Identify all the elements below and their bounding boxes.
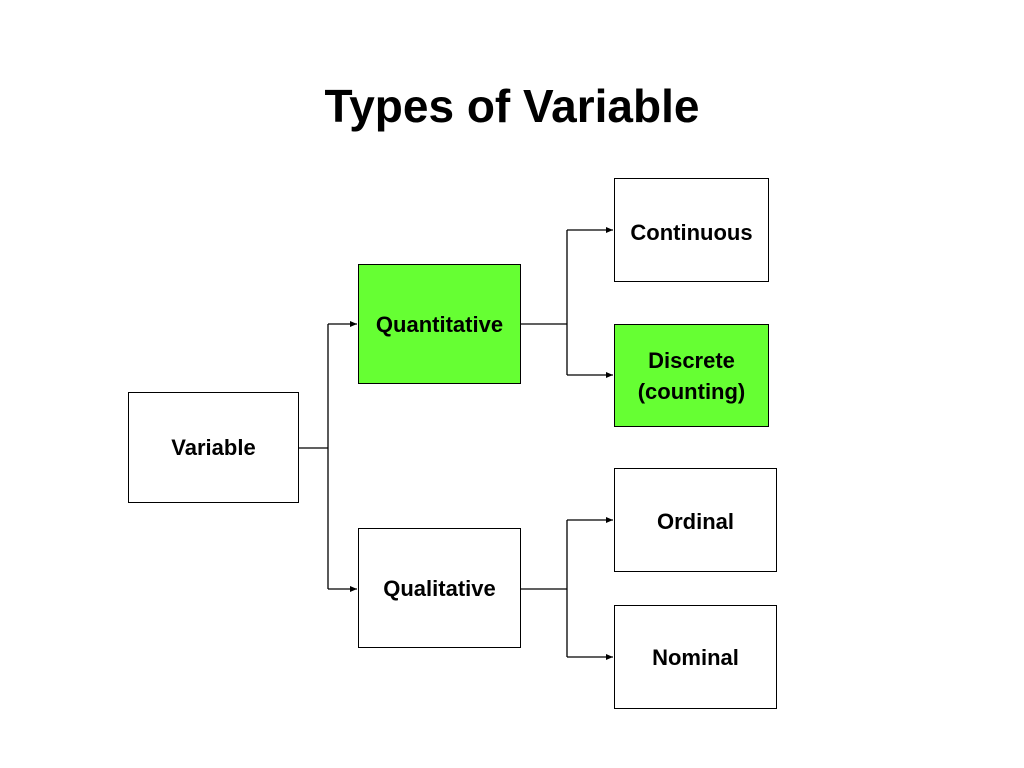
- node-discrete: Discrete (counting): [614, 324, 769, 427]
- page-title: Types of Variable: [324, 80, 700, 132]
- node-quantitative-label: Quantitative: [375, 311, 504, 337]
- node-quantitative: Quantitative: [358, 264, 521, 384]
- node-discrete-label: Discrete: [648, 347, 735, 373]
- node-nominal: Nominal: [614, 605, 777, 709]
- node-ordinal: Ordinal: [614, 468, 777, 572]
- node-variable: Variable: [128, 392, 299, 503]
- node-continuous-label: Continuous: [630, 220, 753, 245]
- node-qualitative: Qualitative: [358, 528, 521, 648]
- node-continuous: Continuous: [614, 178, 769, 282]
- node-discrete-sublabel: (counting): [637, 378, 746, 404]
- node-ordinal-label: Ordinal: [656, 509, 734, 534]
- node-nominal-label: Nominal: [652, 644, 739, 670]
- node-variable-label: Variable: [171, 435, 256, 460]
- node-qualitative-label: Qualitative: [383, 575, 496, 601]
